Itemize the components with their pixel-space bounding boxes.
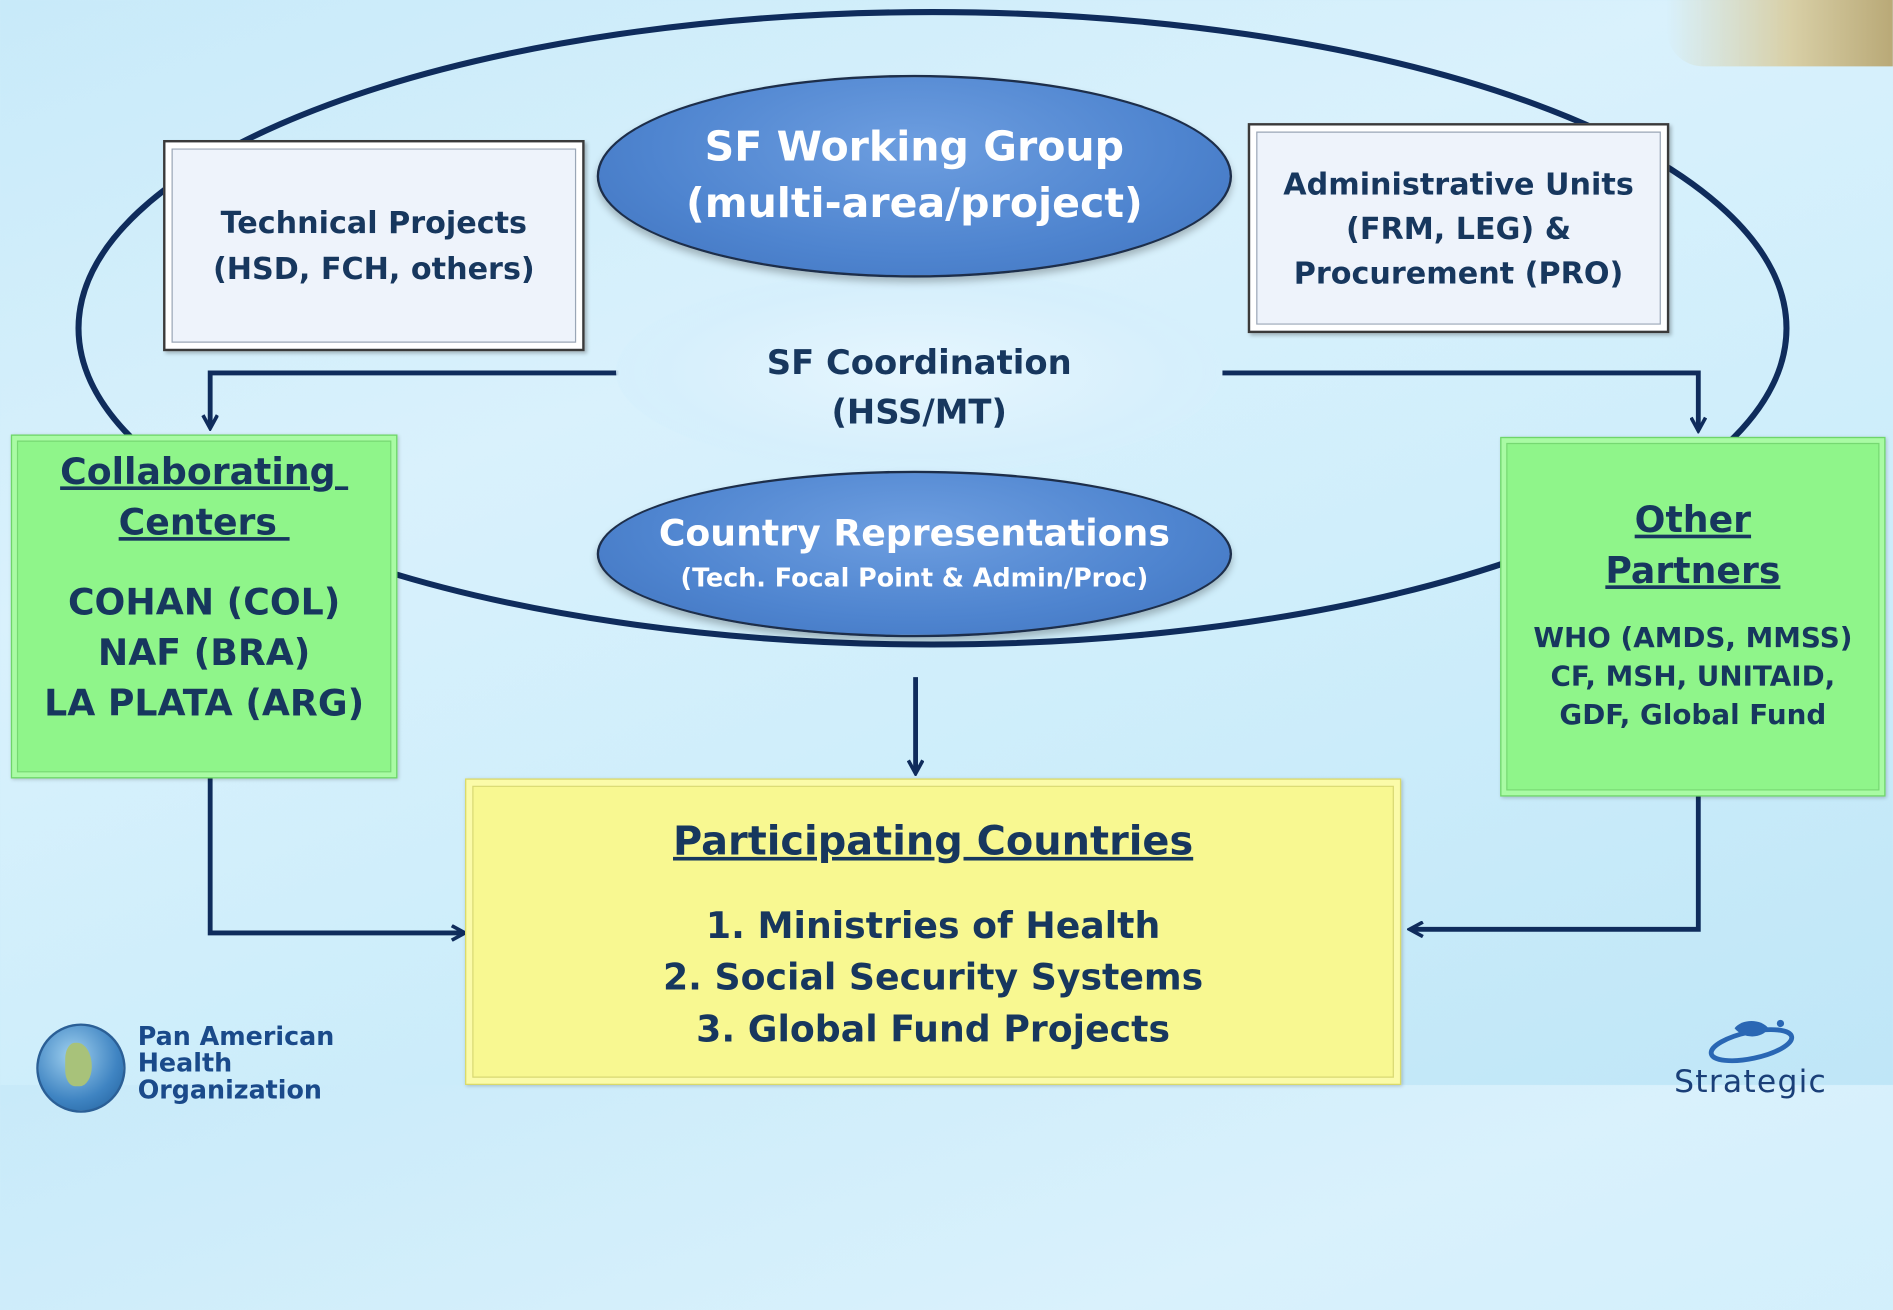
other-partners-item: GDF, Global Fund — [1559, 700, 1827, 732]
administrative-units-line3: Procurement (PRO) — [1293, 255, 1624, 291]
paho-logo-text: Pan American Health Organization — [138, 1023, 335, 1103]
logo-line3: Organization — [137, 1075, 322, 1105]
strategic-fund-emblem: Strategic — [1667, 1016, 1860, 1101]
sf-coordination-subtitle: (HSS/MT) — [831, 392, 1007, 433]
country-representations-title: Country Representations — [658, 512, 1170, 556]
other-partners-box: Other Partners WHO (AMDS, MMSS) CF, MSH,… — [1500, 436, 1886, 797]
other-partners-item: CF, MSH, UNITAID, — [1550, 661, 1836, 693]
arrow-from-collaborating-centers — [207, 745, 464, 933]
participating-countries-box: Participating Countries 1. Ministries of… — [465, 778, 1402, 1086]
sf-coordination-ellipse: SF Coordination (HSS/MT) — [616, 270, 1223, 474]
globe-icon — [36, 1023, 126, 1113]
country-representations-ellipse: Country Representations (Tech. Focal Poi… — [596, 470, 1233, 638]
participating-countries-title: Participating Countries — [673, 817, 1194, 865]
sf-working-group-title: SF Working Group — [704, 123, 1125, 172]
corner-decoration — [1666, 0, 1893, 67]
participating-countries-item: 1. Ministries of Health — [705, 905, 1161, 948]
collaborating-centers-item: NAF (BRA) — [97, 632, 311, 675]
collaborating-centers-title-line2: Centers — [118, 502, 290, 545]
administrative-units-box: Administrative Units (FRM, LEG) & Procur… — [1247, 123, 1670, 334]
sf-coordination-title: SF Coordination — [766, 342, 1072, 383]
technical-projects-box: Technical Projects (HSD, FCH, others) — [163, 140, 585, 352]
technical-projects-subtitle: (HSD, FCH, others) — [212, 250, 535, 286]
arrow-to-collaborating-centers — [210, 370, 619, 427]
other-partners-title-line1: Other — [1634, 499, 1752, 542]
collaborating-centers-item: LA PLATA (ARG) — [44, 683, 365, 726]
arrow-to-other-partners — [1222, 370, 1698, 430]
other-partners-title-line2: Partners — [1605, 550, 1781, 593]
globe-swoosh-icon — [1708, 1019, 1795, 1064]
outer-cycle-ellipse — [75, 9, 1790, 648]
collaborating-centers-box: Collaborating Centers COHAN (COL) NAF (B… — [10, 434, 398, 779]
emblem-text: Strategic — [1674, 1064, 1828, 1101]
arrow-from-other-partners — [1411, 796, 1701, 930]
collaborating-centers-item: COHAN (COL) — [67, 581, 341, 624]
participating-countries-item: 3. Global Fund Projects — [696, 1008, 1171, 1052]
other-partners-item: WHO (AMDS, MMSS) — [1533, 622, 1853, 655]
technical-projects-title: Technical Projects — [220, 204, 528, 240]
administrative-units-line2: (FRM, LEG) & — [1346, 210, 1572, 246]
collaborating-centers-title-line1: Collaborating — [60, 451, 349, 494]
sf-working-group-ellipse: SF Working Group (multi-area/project) — [596, 74, 1233, 278]
connector-layer — [75, 9, 1790, 1085]
logo-line2: Health — [137, 1048, 233, 1078]
sf-working-group-subtitle: (multi-area/project) — [686, 179, 1143, 229]
paho-logo: Pan American Health Organization — [36, 1023, 335, 1113]
country-representations-subtitle: (Tech. Focal Point & Admin/Proc) — [680, 563, 1149, 593]
participating-countries-item: 2. Social Security Systems — [662, 957, 1204, 1000]
administrative-units-title: Administrative Units — [1283, 165, 1634, 201]
logo-line1: Pan American — [137, 1022, 335, 1052]
